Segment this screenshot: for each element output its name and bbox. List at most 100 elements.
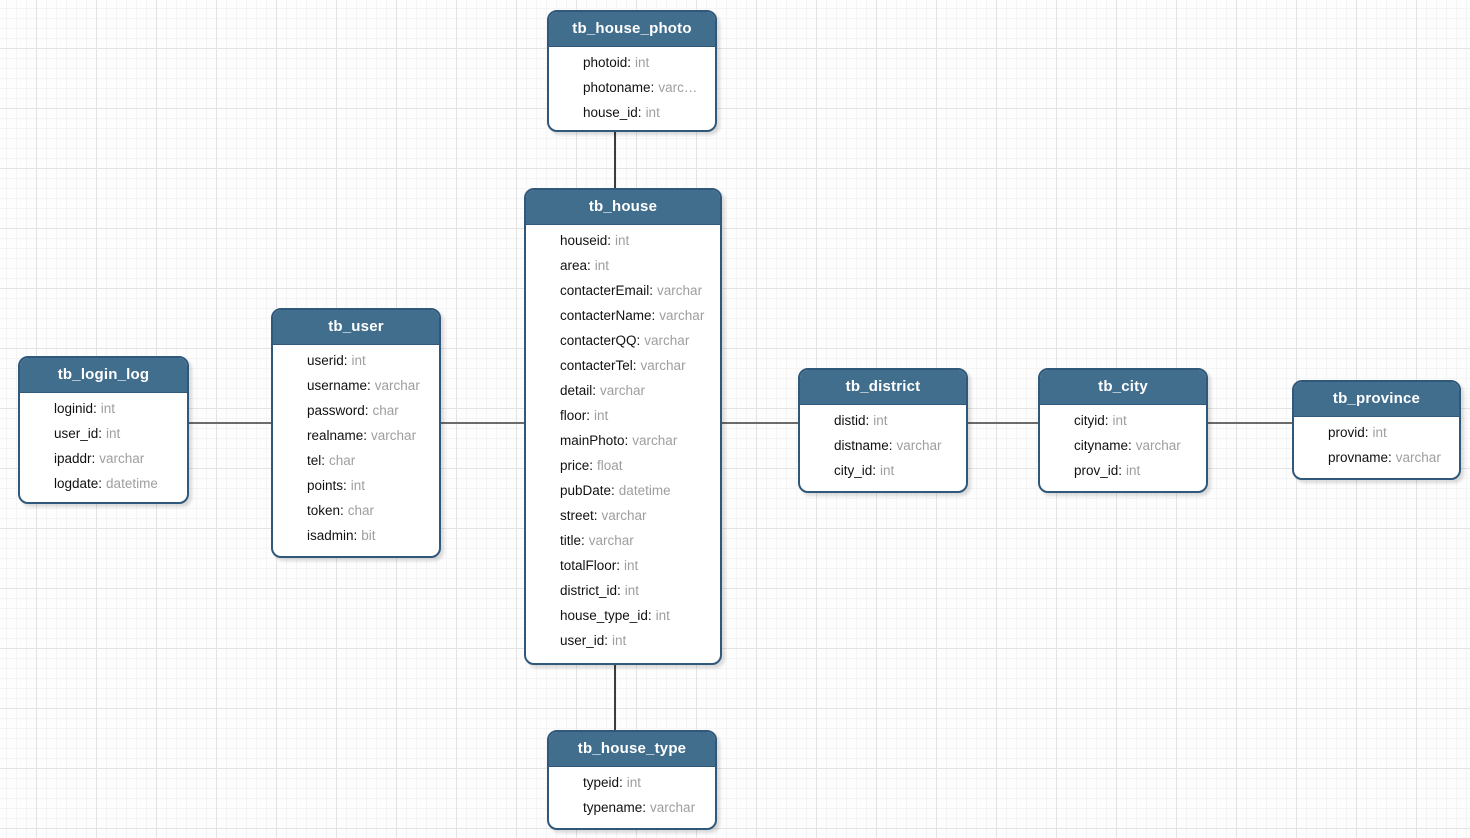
field-row[interactable]: ipaddr:varchar [20,446,187,471]
field-row[interactable]: contacterName:varchar [526,303,720,328]
connector-login-log-user[interactable] [189,422,271,424]
connector-user-house[interactable] [441,422,524,424]
connector-house-district[interactable] [722,422,798,424]
field-row[interactable]: token:char [273,498,439,523]
entity-field-list: houseid:int area:int contacterEmail:varc… [526,225,720,653]
field-row[interactable]: district_id:int [526,578,720,603]
field-row[interactable]: password:char [273,398,439,423]
field-row[interactable]: tel:char [273,448,439,473]
field-row[interactable]: house_type_id:int [526,603,720,628]
entity-tb-city[interactable]: tb_city cityid:int cityname:varchar prov… [1038,368,1208,493]
entity-field-list: cityid:int cityname:varchar prov_id:int [1040,405,1206,483]
field-row[interactable]: distname:varchar [800,433,966,458]
entity-field-list: distid:int distname:varchar city_id:int [800,405,966,483]
connector-house-house-type[interactable] [614,665,616,731]
entity-title-bar[interactable]: tb_city [1040,370,1206,405]
field-row[interactable]: mainPhoto:varchar [526,428,720,453]
field-type: varchar [896,438,942,453]
field-type: varchar [650,800,696,815]
field-row[interactable]: provid:int [1294,420,1459,445]
connector-district-city[interactable] [967,422,1038,424]
field-row[interactable]: contacterQQ:varchar [526,328,720,353]
field-row[interactable]: price:float [526,453,720,478]
entity-title-bar[interactable]: tb_house_photo [549,12,715,47]
field-row[interactable]: floor:int [526,403,720,428]
field-row[interactable]: typename:varchar [549,795,715,820]
field-type: varchar [640,358,686,373]
entity-title-bar[interactable]: tb_house [526,190,720,225]
field-type: float [597,458,623,473]
field-name: username: [307,378,371,393]
field-row[interactable]: logdate:datetime [20,471,187,496]
field-name: loginid: [54,401,97,416]
field-name: token: [307,503,344,518]
field-name: logdate: [54,476,103,491]
entity-title-bar[interactable]: tb_province [1294,382,1459,417]
field-row[interactable]: points:int [273,473,439,498]
field-type: int [594,258,610,273]
field-row[interactable]: street:varchar [526,503,720,528]
entity-title: tb_district [845,378,921,395]
entity-tb-house-type[interactable]: tb_house_type typeid:int typename:varcha… [547,730,717,830]
field-name: points: [307,478,347,493]
entity-tb-user[interactable]: tb_user userid:int username:varchar pass… [271,308,441,558]
field-name: realname: [307,428,368,443]
field-name: distid: [834,413,870,428]
field-row[interactable]: typeid:int [549,770,715,795]
field-row[interactable]: area:int [526,253,720,278]
field-row[interactable]: username:varchar [273,373,439,398]
field-row[interactable]: user_id:int [526,628,720,653]
field-row[interactable]: photoname:varc… [549,75,715,100]
field-type: varchar [374,378,420,393]
field-row[interactable]: contacterEmail:varchar [526,278,720,303]
field-row[interactable]: userid:int [273,348,439,373]
entity-title-bar[interactable]: tb_house_type [549,732,715,767]
field-row[interactable]: contacterTel:varchar [526,353,720,378]
field-row[interactable]: photoid:int [549,50,715,75]
field-type: char [347,503,375,518]
field-row[interactable]: isadmin:bit [273,523,439,548]
field-row[interactable]: loginid:int [20,396,187,421]
connector-house-photo-house[interactable] [614,132,616,188]
entity-title: tb_province [1332,390,1421,407]
entity-tb-login-log[interactable]: tb_login_log loginid:int user_id:int ipa… [18,356,189,504]
entity-tb-province[interactable]: tb_province provid:int provname:varchar [1292,380,1461,480]
entity-tb-house-photo[interactable]: tb_house_photo photoid:int photoname:var… [547,10,717,132]
field-row[interactable]: user_id:int [20,421,187,446]
field-name: isadmin: [307,528,358,543]
field-row[interactable]: realname:varchar [273,423,439,448]
field-name: photoname: [583,80,655,95]
entity-field-list: provid:int provname:varchar [1294,417,1459,470]
entity-title-bar[interactable]: tb_district [800,370,966,405]
field-type: datetime [106,476,158,491]
field-name: ipaddr: [54,451,96,466]
connector-city-province[interactable] [1208,422,1292,424]
field-row[interactable]: pubDate:datetime [526,478,720,503]
entity-title: tb_city [1098,378,1148,395]
field-row[interactable]: distid:int [800,408,966,433]
field-type: int [1126,463,1141,478]
field-row[interactable]: houseid:int [526,228,720,253]
field-row[interactable]: cityid:int [1040,408,1206,433]
field-name: contacterEmail: [560,283,654,298]
entity-title-bar[interactable]: tb_user [273,310,439,345]
field-row[interactable]: provname:varchar [1294,445,1459,470]
entity-title-bar[interactable]: tb_login_log [20,358,187,393]
field-name: house_id: [583,105,642,120]
entity-title: tb_house_type [577,740,687,757]
field-name: detail: [560,383,597,398]
field-type: int [612,633,627,648]
entity-tb-house[interactable]: tb_house houseid:int area:int contacterE… [524,188,722,665]
entity-tb-district[interactable]: tb_district distid:int distname:varchar … [798,368,968,493]
field-row[interactable]: city_id:int [800,458,966,483]
field-row[interactable]: prov_id:int [1040,458,1206,483]
field-row[interactable]: house_id:int [549,100,715,125]
field-row[interactable]: title:varchar [526,528,720,553]
field-type: varchar [644,333,690,348]
entity-title: tb_house_photo [572,20,692,37]
field-row[interactable]: detail:varchar [526,378,720,403]
field-row[interactable]: cityname:varchar [1040,433,1206,458]
entity-title: tb_house [588,198,658,215]
field-row[interactable]: totalFloor:int [526,553,720,578]
